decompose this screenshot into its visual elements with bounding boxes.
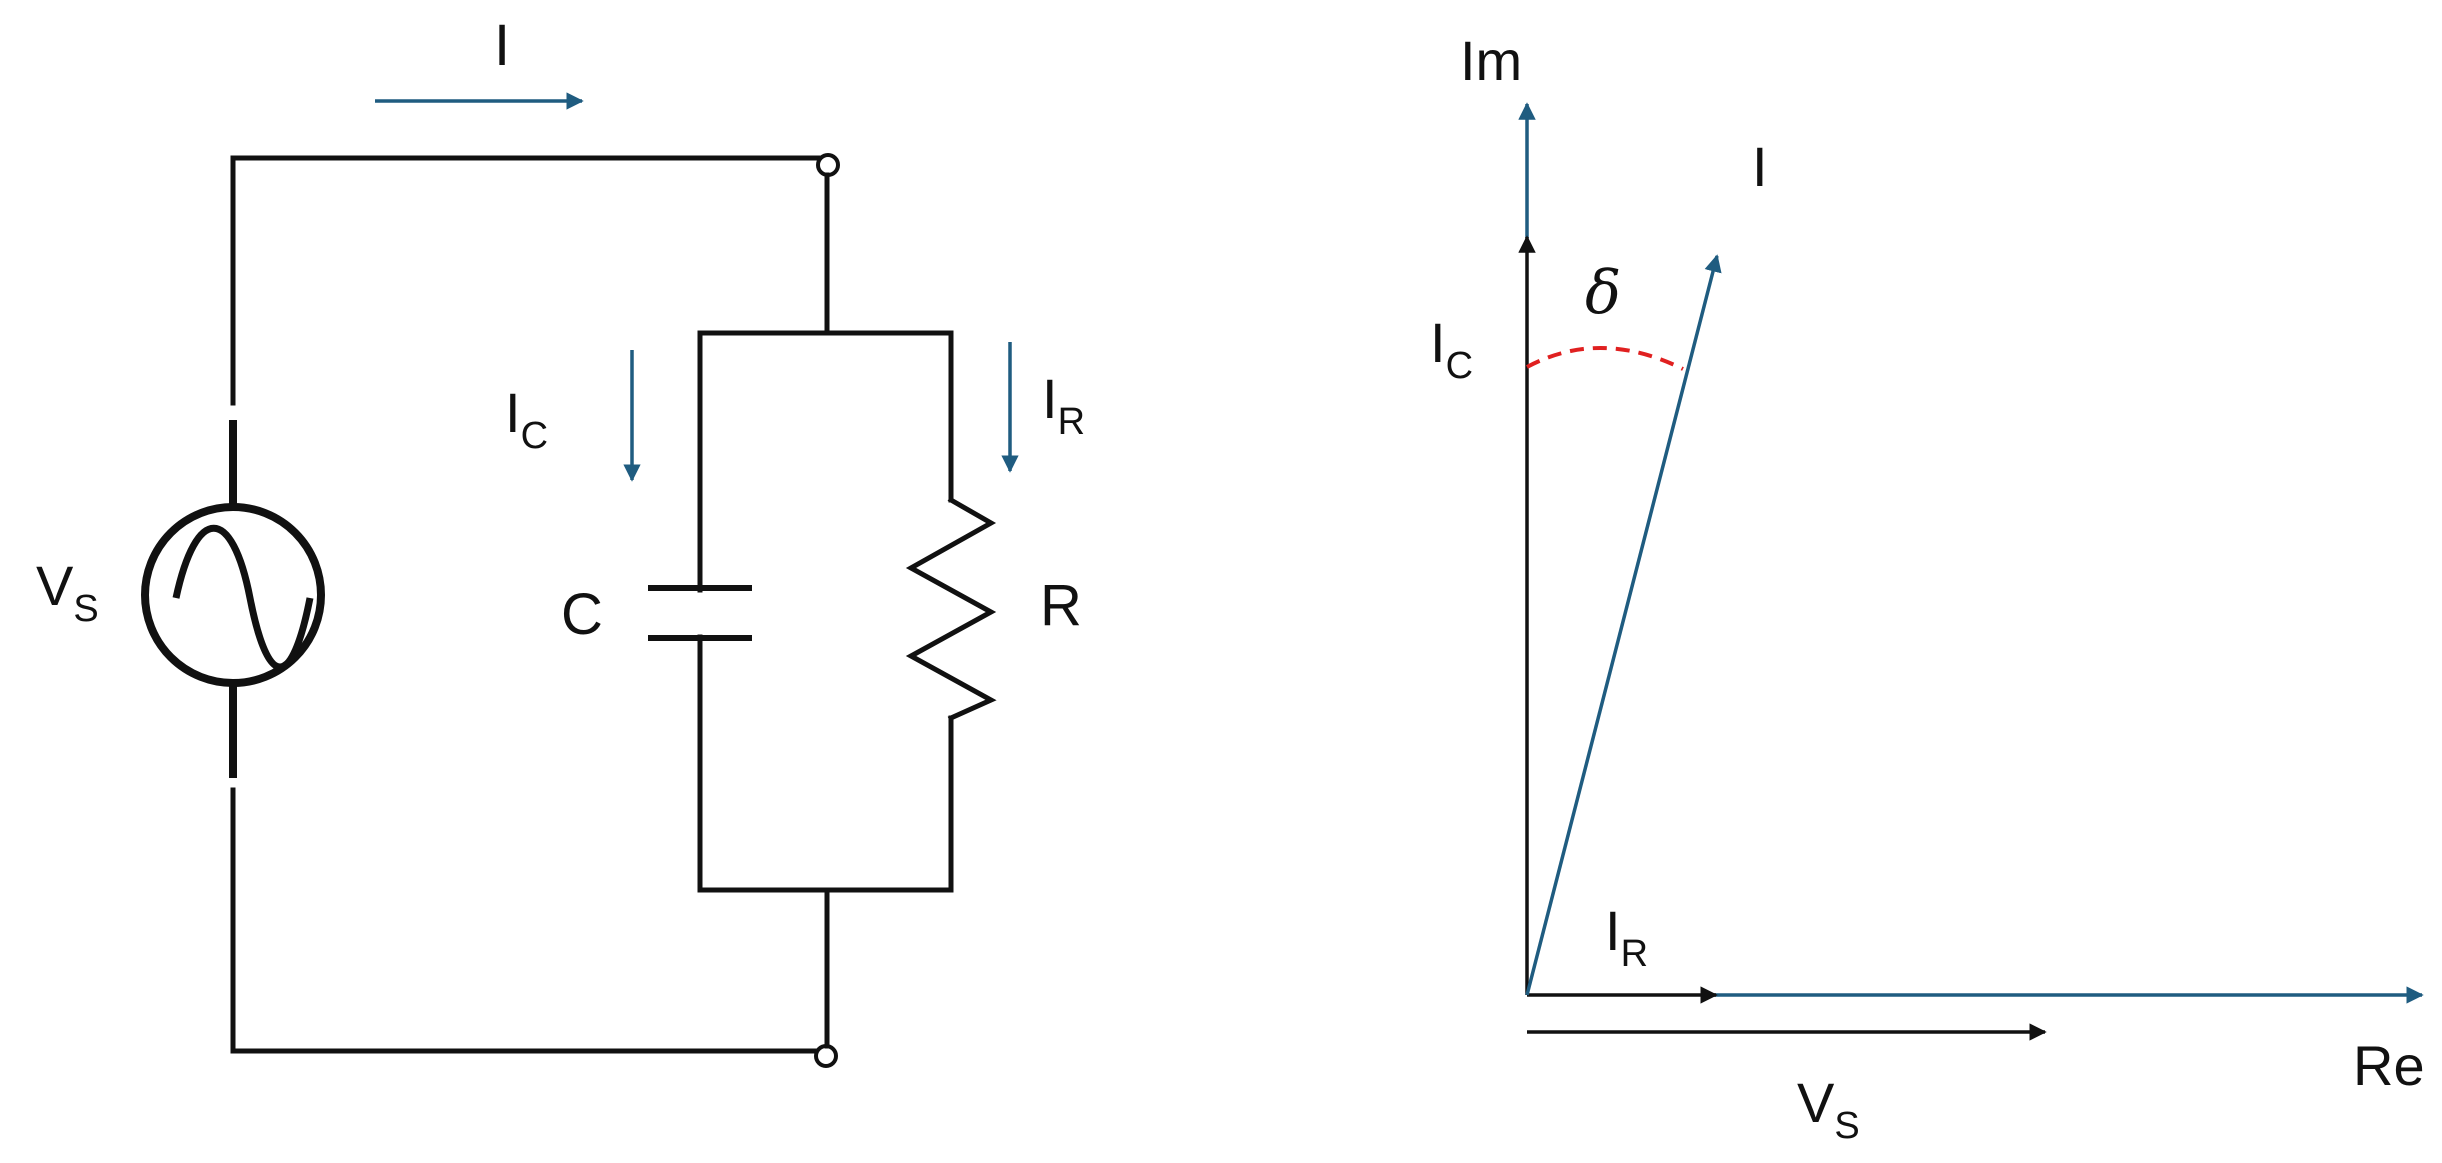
total-current-phasor [1525,254,1722,996]
branch-top-bus [697,330,954,593]
ic-phasor-main: I [1430,311,1446,374]
source-voltage-label: VS [36,554,99,630]
sine-wave-icon [172,524,314,671]
circuit-schematic: I VS C R IC IR [36,13,1085,1068]
ac-source-symbol [141,503,325,687]
vs-phasor-sub: S [1834,1105,1859,1147]
total-current-label: I [494,13,510,78]
ic-phasor-sub: C [1446,345,1473,387]
ir-phasor-label: IR [1605,899,1648,975]
capacitor-current-label: IC [505,381,548,457]
total-current-phasor-label: I [1752,135,1768,198]
bottom-wire [230,787,821,1054]
vs-phasor-label: VS [1797,1071,1860,1147]
vs-phasor-main: V [1797,1071,1835,1134]
ir-phasor-main: I [1605,899,1621,962]
ic-phasor-label: IC [1430,311,1473,387]
source-voltage-sub: S [73,588,98,630]
resistor-current-sub: R [1058,401,1085,443]
source-voltage-main: V [36,554,74,617]
capacitor-current-main: I [505,381,521,444]
imaginary-axis-label: Im [1460,29,1522,92]
loss-angle-label: δ [1585,258,1621,328]
resistor-current-label: IR [1042,367,1085,443]
ir-phasor-sub: R [1621,933,1648,975]
branch-bottom-bus [697,634,954,893]
top-wire [230,155,821,406]
resistor-symbol [905,496,997,722]
bottom-terminal [814,1044,838,1068]
capacitor-current-sub: C [521,415,548,457]
capacitor-label: C [561,582,603,647]
phasor-diagram: Im IC Re IR VS I δ [1430,29,2425,1147]
resistor-label: R [1040,573,1082,638]
loss-angle-arc [1526,346,1684,371]
top-terminal [816,153,840,177]
resistor-current-main: I [1042,367,1058,430]
real-axis-label: Re [2353,1034,2425,1097]
